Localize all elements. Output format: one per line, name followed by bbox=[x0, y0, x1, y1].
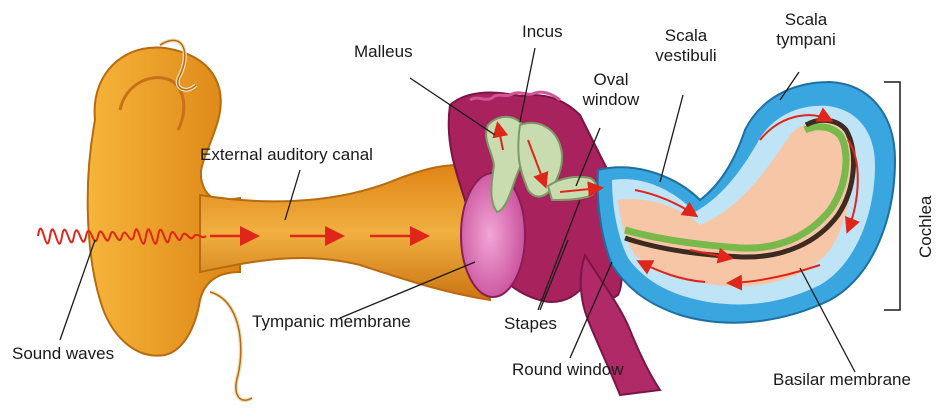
label-scala-vestibuli-line2: vestibuli bbox=[644, 46, 728, 66]
label-oval-window-line1: Oval bbox=[576, 70, 646, 90]
label-external-auditory-canal: External auditory canal bbox=[200, 145, 373, 165]
label-malleus: Malleus bbox=[354, 42, 413, 62]
label-scala-tympani: Scala tympani bbox=[766, 10, 846, 50]
external-auditory-canal-shape bbox=[200, 165, 490, 300]
label-scala-vestibuli: Scala vestibuli bbox=[644, 26, 728, 66]
label-tympanic-membrane: Tympanic membrane bbox=[252, 312, 411, 332]
label-cochlea: Cochlea bbox=[916, 196, 936, 258]
label-oval-window-line2: window bbox=[576, 90, 646, 110]
label-sound-waves: Sound waves bbox=[12, 344, 114, 364]
label-oval-window: Oval window bbox=[576, 70, 646, 110]
label-scala-tympani-line2: tympani bbox=[766, 30, 846, 50]
label-scala-vestibuli-line1: Scala bbox=[644, 26, 728, 46]
label-stapes: Stapes bbox=[504, 314, 557, 334]
label-scala-tympani-line1: Scala bbox=[766, 10, 846, 30]
label-round-window: Round window bbox=[512, 360, 624, 380]
label-incus: Incus bbox=[522, 22, 563, 42]
label-basilar-membrane: Basilar membrane bbox=[773, 370, 911, 390]
cochlea-shape bbox=[598, 82, 895, 323]
